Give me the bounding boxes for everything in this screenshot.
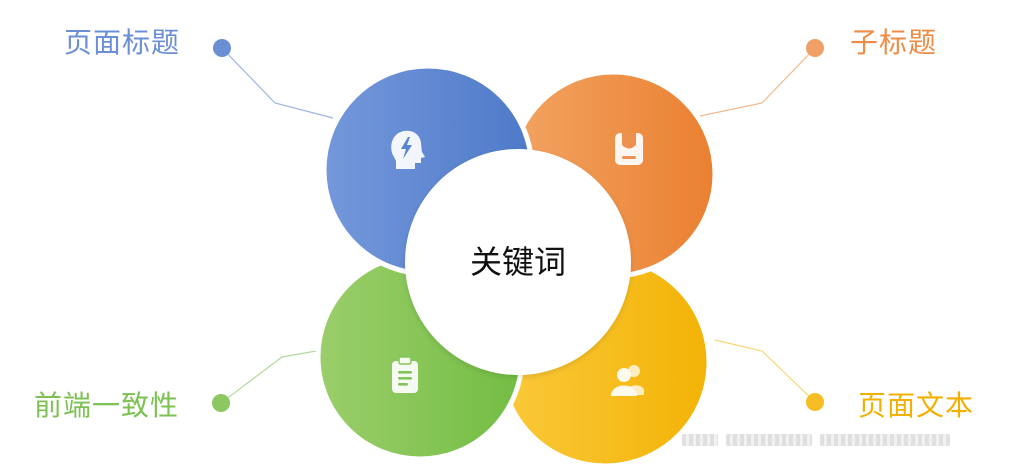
connector-line-top-left xyxy=(221,47,334,119)
brain-lightning-icon xyxy=(391,130,425,169)
dot-bottom-left xyxy=(212,394,230,412)
users-icon xyxy=(611,365,644,396)
center-circle xyxy=(405,149,631,375)
label-top-right: 子标题 xyxy=(850,26,938,59)
connector-line-bottom-right xyxy=(714,339,816,403)
label-bottom-left: 前端一致性 xyxy=(34,389,180,422)
connector-line-top-right xyxy=(699,47,816,117)
label-bottom-right: 页面文本 xyxy=(858,389,975,422)
label-top-left: 页面标题 xyxy=(64,26,181,59)
dot-top-right xyxy=(806,39,824,57)
dot-top-left xyxy=(213,39,231,57)
tag-card-icon xyxy=(615,133,643,165)
clipboard-icon xyxy=(392,356,418,393)
center-keyword: 关键词 xyxy=(469,243,566,281)
watermark xyxy=(682,422,950,458)
dot-bottom-right xyxy=(806,393,824,411)
connector-line-bottom-left xyxy=(220,349,323,404)
